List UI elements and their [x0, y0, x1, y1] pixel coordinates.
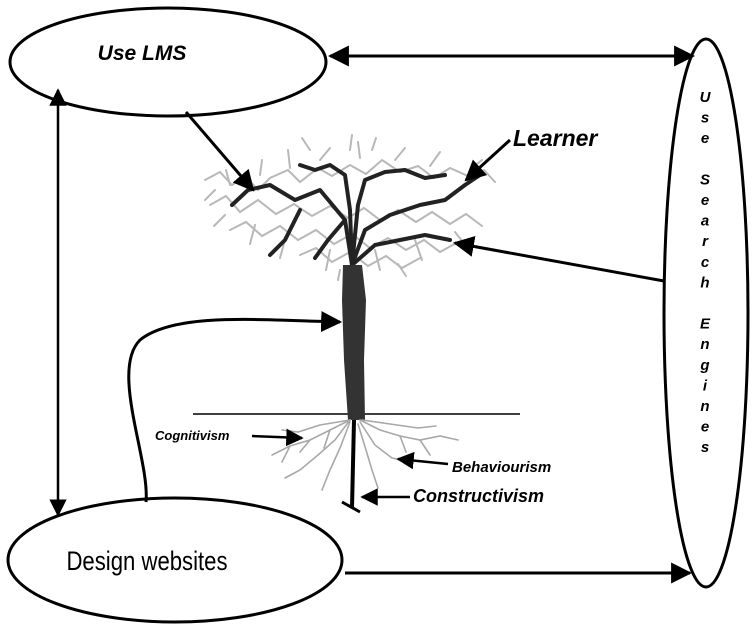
- search-engines-letter: a: [701, 213, 709, 230]
- search-engines-letter: g: [699, 357, 709, 374]
- websites-to-trunk-arrow: [127, 311, 343, 503]
- cognitivism-arrow: [251, 428, 304, 447]
- search-engines-letter: E: [700, 316, 711, 333]
- use-search-engines-node: [662, 37, 750, 589]
- search-engines-letter: e: [701, 419, 709, 436]
- learner-arrow: [464, 138, 512, 182]
- design-websites-node: [6, 496, 344, 624]
- learner-label: Learner: [513, 125, 598, 151]
- search-engines-letter: s: [701, 110, 709, 127]
- search-engines-letter: s: [701, 439, 709, 456]
- tree-trunk: [342, 265, 366, 420]
- constructivism-label: Constructivism: [413, 486, 544, 506]
- design-websites-label: Design websites: [66, 547, 227, 577]
- search-engines-letter: S: [700, 171, 710, 188]
- taproot: [350, 419, 356, 509]
- lms-to-tree-arrow: [184, 111, 255, 192]
- search-engines-letter: n: [700, 398, 709, 415]
- use-lms-node: [8, 6, 328, 118]
- behaviourism-arrow: [396, 451, 449, 470]
- cognitivism-label: Cognitivism: [155, 428, 230, 443]
- search-engines-letter: h: [700, 274, 709, 291]
- search-engines-letter: r: [702, 233, 709, 250]
- tree-roots: [271, 419, 459, 491]
- search-to-tree-arrow: [452, 236, 665, 283]
- tree-branches: [230, 163, 482, 267]
- search-engines-letter: n: [700, 336, 709, 353]
- search-engines-letter: e: [701, 192, 709, 209]
- behaviourism-label: Behaviourism: [452, 459, 551, 476]
- search-engines-letter: U: [700, 89, 712, 106]
- search-engines-letter: c: [701, 254, 710, 271]
- taproot-base: [341, 500, 361, 514]
- search-engines-letter: i: [703, 377, 708, 394]
- use-lms-label: Use LMS: [98, 42, 187, 65]
- search-engines-letter: e: [701, 130, 709, 147]
